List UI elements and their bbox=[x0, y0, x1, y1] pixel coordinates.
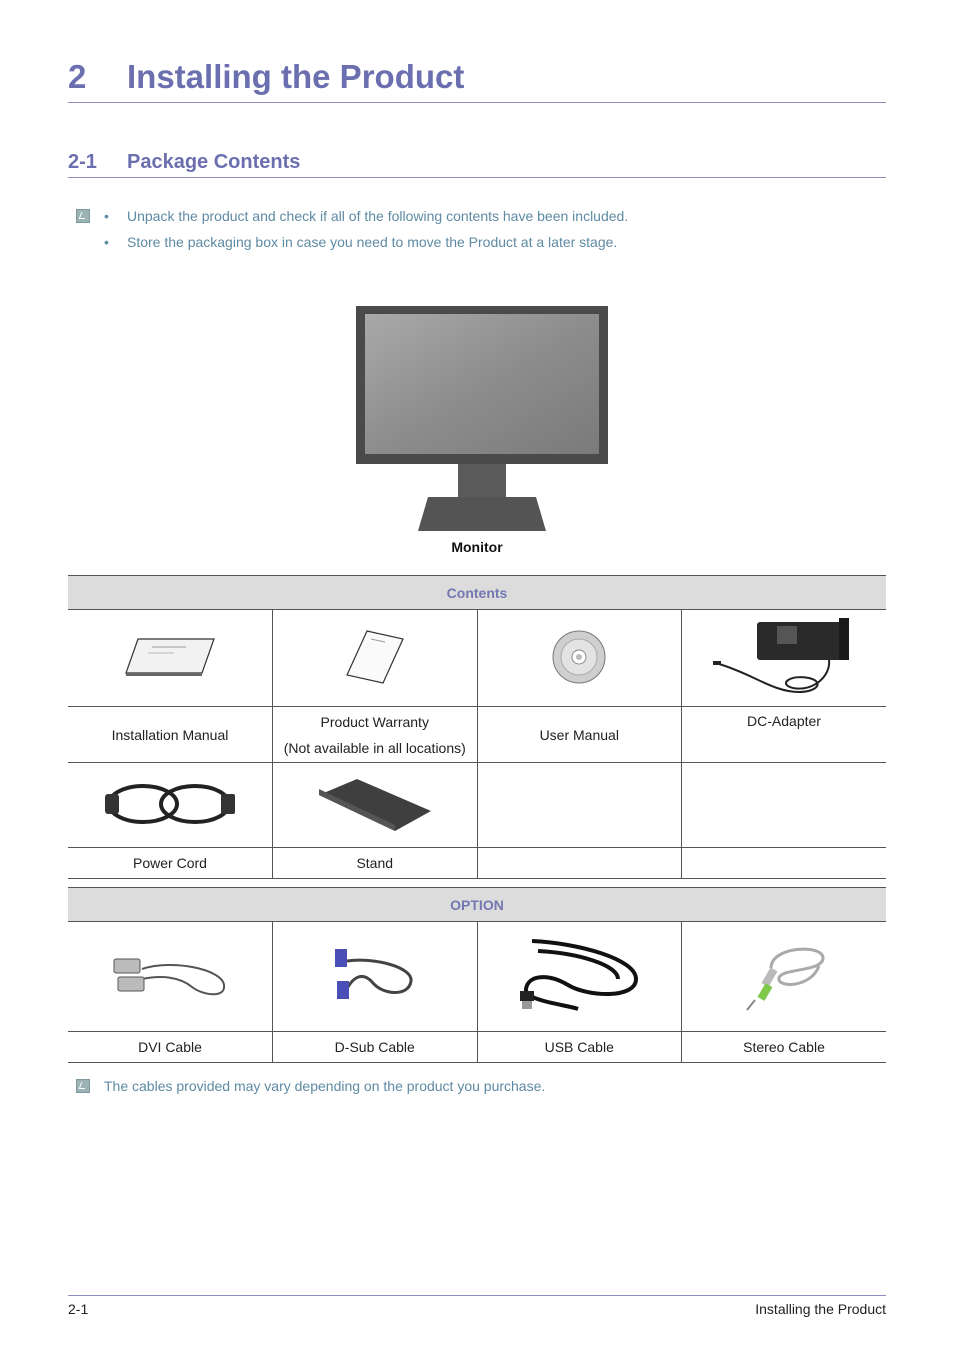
dc-adapter-cell bbox=[681, 609, 886, 707]
stand-label: Stand bbox=[356, 855, 394, 871]
installation-manual-label-cell: Installation Manual bbox=[68, 706, 273, 763]
dc-adapter-icon bbox=[713, 617, 849, 693]
power-cord-label: Power Cord bbox=[133, 855, 207, 871]
warranty-label-cell: Product Warranty (Not available in all l… bbox=[272, 706, 478, 763]
dvi-cable-label-cell: DVI Cable bbox=[68, 1031, 273, 1063]
power-cord-cell bbox=[68, 762, 273, 848]
stereo-cable-cell bbox=[681, 921, 886, 1032]
installation-manual-icon bbox=[125, 637, 215, 676]
user-manual-label-cell: User Manual bbox=[476, 706, 682, 763]
user-manual-cell bbox=[476, 609, 682, 707]
option-table: OPTION bbox=[68, 887, 886, 1063]
dsub-cable-label: D-Sub Cable bbox=[334, 1039, 415, 1055]
contents-table: Contents bbox=[68, 575, 886, 879]
stereo-cable-label-cell: Stereo Cable bbox=[681, 1031, 886, 1063]
chapter-heading: 2 Installing the Product bbox=[68, 58, 886, 103]
power-cord-label-cell: Power Cord bbox=[68, 847, 273, 879]
stereo-cable-icon bbox=[746, 947, 825, 1011]
option-header: OPTION bbox=[68, 887, 886, 922]
dvi-cable-cell bbox=[68, 921, 273, 1032]
warranty-cell bbox=[272, 609, 478, 707]
dc-adapter-label-cell: DC-Adapter bbox=[681, 706, 886, 763]
contents-header: Contents bbox=[68, 575, 886, 610]
user-manual-label: User Manual bbox=[539, 726, 619, 743]
section-heading: 2-1 Package Contents bbox=[68, 150, 886, 178]
usb-cable-label-cell: USB Cable bbox=[476, 1031, 682, 1063]
warranty-card-icon bbox=[345, 629, 404, 684]
monitor-image bbox=[356, 306, 608, 531]
chapter-title: Installing the Product bbox=[127, 58, 465, 95]
empty-label-cell-2 bbox=[681, 847, 886, 879]
note-icon bbox=[76, 209, 90, 223]
installation-manual-label: Installation Manual bbox=[111, 726, 229, 743]
cd-icon bbox=[552, 630, 606, 683]
warranty-label: Product Warranty bbox=[320, 713, 429, 730]
usb-cable-cell bbox=[476, 921, 682, 1032]
dc-adapter-label: DC-Adapter bbox=[747, 713, 821, 729]
stand-label-cell: Stand bbox=[272, 847, 478, 879]
chapter-number: 2 bbox=[68, 58, 87, 95]
usb-cable-label: USB Cable bbox=[544, 1039, 614, 1055]
stand-icon bbox=[318, 778, 431, 831]
dsub-cable-cell bbox=[272, 921, 478, 1032]
dvi-cable-icon bbox=[113, 958, 226, 996]
footer-divider bbox=[68, 1295, 886, 1296]
power-cord-icon bbox=[105, 783, 235, 824]
footer-page-number: 2-1 bbox=[68, 1301, 89, 1317]
usb-cable-icon bbox=[520, 939, 639, 1011]
warranty-sublabel: (Not available in all locations) bbox=[283, 739, 466, 756]
section-title: Package Contents bbox=[127, 151, 301, 173]
empty-cell-1 bbox=[476, 762, 682, 848]
installation-manual-cell bbox=[68, 609, 273, 707]
dvi-cable-label: DVI Cable bbox=[138, 1039, 202, 1055]
dsub-cable-icon bbox=[334, 949, 413, 999]
note-icon bbox=[76, 1079, 90, 1093]
empty-cell-2 bbox=[681, 762, 886, 848]
stand-cell bbox=[272, 762, 478, 848]
section-number: 2-1 bbox=[68, 151, 97, 173]
dsub-cable-label-cell: D-Sub Cable bbox=[272, 1031, 478, 1063]
empty-label-cell-1 bbox=[476, 847, 682, 879]
footer-title: Installing the Product bbox=[755, 1301, 886, 1317]
monitor-caption: Monitor bbox=[451, 539, 503, 555]
stereo-cable-label: Stereo Cable bbox=[743, 1039, 825, 1055]
cables-note: The cables provided may vary depending o… bbox=[104, 1078, 546, 1094]
